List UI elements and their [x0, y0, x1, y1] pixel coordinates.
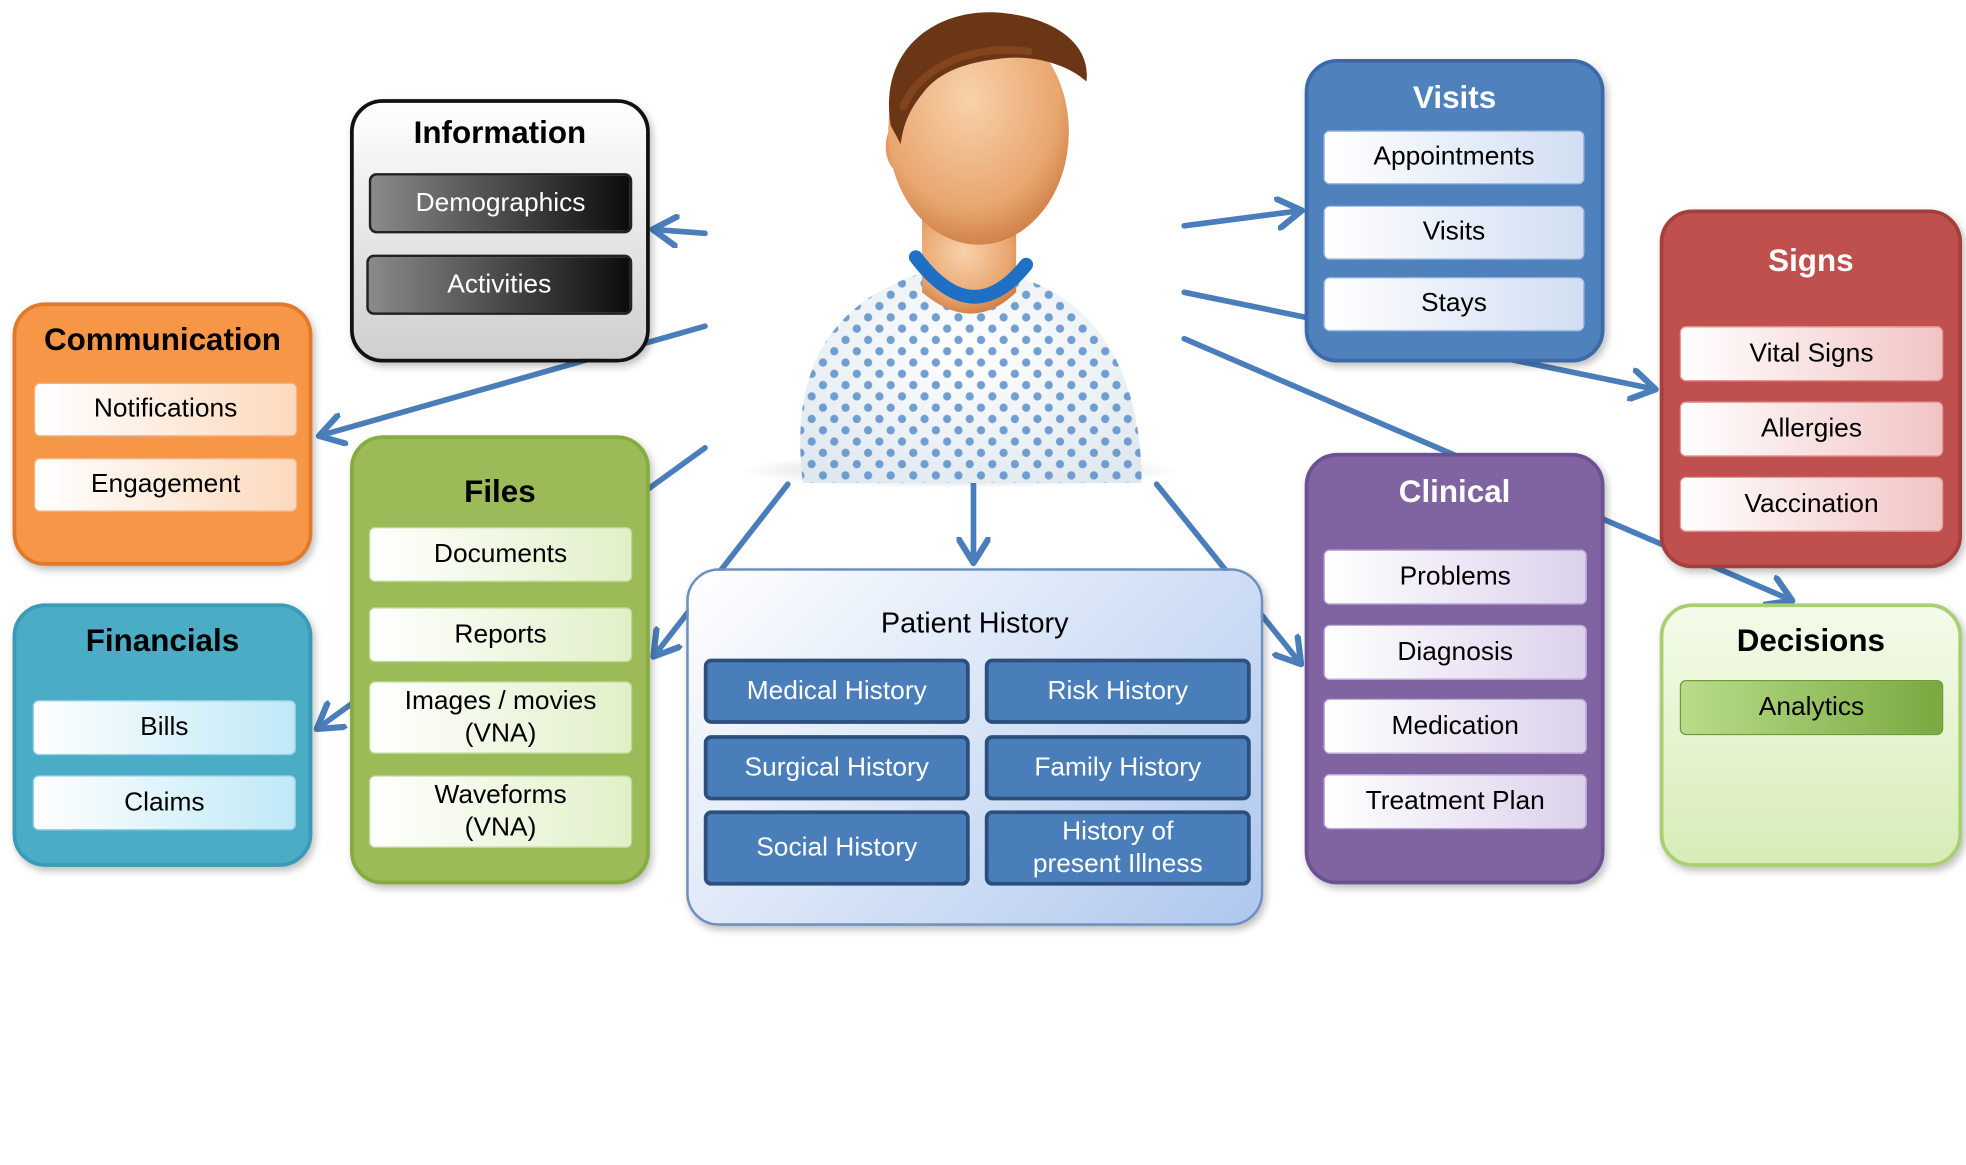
history-item-surgical: Surgical History	[703, 735, 970, 801]
information-box: Information Demographics Activities	[350, 99, 650, 363]
files-title: Files	[464, 474, 536, 510]
financials-item-bills: Bills	[32, 700, 297, 756]
communication-box: Communication Notifications Engagement	[12, 302, 313, 566]
decisions-item-analytics: Analytics	[1679, 679, 1944, 736]
files-item-images-movies: Images / movies (VNA)	[368, 681, 633, 754]
financials-item-claims: Claims	[32, 775, 297, 831]
arrow-to-visits	[1181, 211, 1299, 226]
clinical-item-medication: Medication	[1323, 698, 1587, 754]
information-item-activities: Activities	[366, 254, 633, 315]
clinical-item-treatment-plan: Treatment Plan	[1323, 774, 1587, 830]
signs-item-vaccination: Vaccination	[1679, 476, 1944, 532]
visits-item-stays: Stays	[1323, 277, 1585, 332]
files-item-waveforms: Waveforms (VNA)	[368, 775, 633, 849]
signs-box: Signs Vital Signs Allergies Vaccination	[1659, 209, 1963, 569]
visits-title: Visits	[1413, 80, 1497, 116]
files-item-reports: Reports	[368, 607, 633, 663]
patient-history-title: Patient History	[880, 605, 1069, 639]
decisions-title: Decisions	[1736, 623, 1885, 659]
clinical-title: Clinical	[1398, 474, 1511, 510]
clinical-item-diagnosis: Diagnosis	[1323, 624, 1587, 680]
arrow-to-information	[655, 230, 708, 234]
history-item-medical: Medical History	[703, 658, 970, 724]
visits-box: Visits Appointments Visits Stays	[1304, 58, 1605, 363]
patient-history-box: Patient History Medical History Risk His…	[686, 568, 1264, 926]
signs-item-allergies: Allergies	[1679, 401, 1944, 457]
history-item-risk: Risk History	[984, 658, 1251, 724]
information-title: Information	[413, 115, 587, 151]
history-item-family: Family History	[984, 735, 1251, 801]
visits-item-appointments: Appointments	[1323, 130, 1585, 185]
decisions-box: Decisions Analytics	[1659, 603, 1963, 867]
files-item-documents: Documents	[368, 526, 633, 583]
financials-title: Financials	[85, 623, 240, 659]
files-box: Files Documents Reports Images / movies …	[350, 435, 650, 885]
signs-title: Signs	[1768, 243, 1854, 279]
signs-item-vital-signs: Vital Signs	[1679, 326, 1944, 382]
clinical-item-problems: Problems	[1323, 549, 1587, 605]
history-item-present-illness: History of present Illness	[984, 810, 1251, 886]
visits-item-visits: Visits	[1323, 205, 1585, 260]
history-item-social: Social History	[703, 810, 970, 886]
clinical-box: Clinical Problems Diagnosis Medication T…	[1304, 452, 1605, 885]
information-item-demographics: Demographics	[368, 173, 633, 234]
financials-box: Financials Bills Claims	[12, 603, 313, 867]
patient-avatar-icon	[740, 12, 1180, 489]
communication-item-engagement: Engagement	[33, 457, 298, 512]
communication-title: Communication	[43, 322, 281, 358]
communication-item-notifications: Notifications	[33, 382, 298, 437]
